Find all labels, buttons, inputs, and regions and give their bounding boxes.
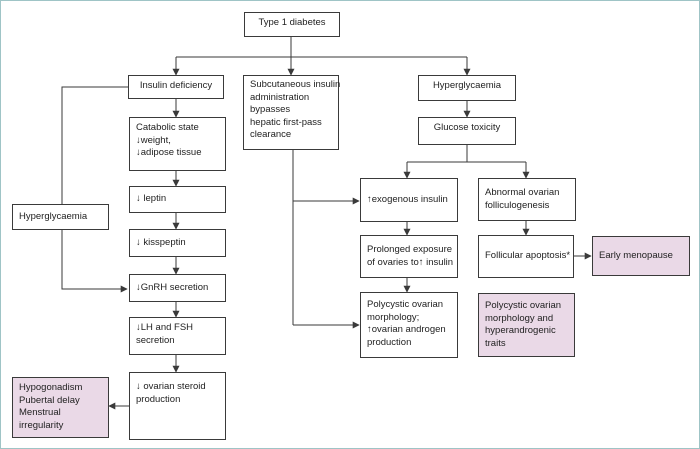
node-text: ↓adipose tissue: [136, 147, 202, 158]
node-text: traits: [485, 337, 506, 349]
node-text: of ovaries to↑ insulin: [367, 256, 454, 268]
prolonged-exposure-node: Prolonged exposure of ovaries to↑ insuli…: [360, 235, 458, 278]
glucose-toxicity-node: Glucose toxicity: [418, 117, 516, 145]
hyperglycaemia-left-node: Hyperglycaemia: [12, 204, 109, 230]
early-menopause-outcome-node: Early menopause: [592, 236, 690, 276]
node-text: Insulin deficiency: [139, 80, 213, 91]
hyperglycaemia-top-node: Hyperglycaemia: [418, 75, 516, 101]
node-text: Polycystic ovarian: [367, 299, 444, 310]
node-text: Hyperglycaemia: [19, 210, 88, 222]
node-text: ↓ ovarian steroid: [136, 381, 206, 392]
node-text: irregularity: [19, 419, 64, 431]
abnormal-folliculogenesis-node: Abnormal ovarian folliculogenesis: [478, 178, 576, 221]
node-text: Early menopause: [599, 249, 673, 261]
node-text: morphology;: [367, 311, 420, 323]
node-text: Menstrual: [19, 407, 61, 418]
lh-fsh-secretion-node: ↓LH and FSH secretion: [129, 317, 226, 355]
leptin-node: ↓ leptin: [129, 186, 226, 213]
node-text: ↑ovarian androgen: [367, 324, 446, 335]
gnrh-secretion-node: ↓GnRH secretion: [129, 274, 226, 302]
node-text: ↓weight,: [136, 134, 171, 146]
type1-diabetes-node: Type 1 diabetes: [244, 12, 340, 37]
catabolic-state-node: Catabolic state ↓weight, ↓adipose tissue: [129, 117, 226, 171]
node-text: ↓ kisspeptin: [136, 236, 186, 248]
node-text: hepatic first-pass: [250, 116, 322, 128]
node-text: ↓ leptin: [136, 193, 167, 205]
node-text: Pubertal delay: [19, 394, 80, 406]
node-text: clearance: [250, 129, 292, 140]
node-text: Hyperglycaemia: [432, 80, 502, 91]
node-text: administration: [250, 91, 310, 103]
node-text: Type 1 diabetes: [258, 17, 326, 28]
connector-line: [61, 86, 128, 204]
node-text: bypasses: [250, 104, 291, 115]
node-text: production: [136, 393, 181, 405]
node-text: morphology and: [485, 312, 554, 324]
node-text: production: [367, 336, 412, 348]
node-text: Hypogonadism: [19, 382, 83, 393]
node-text: Polycystic ovarian: [485, 300, 562, 311]
node-text: secretion: [136, 334, 175, 346]
subcutaneous-insulin-node: Subcutaneous insulin administration bypa…: [243, 75, 341, 150]
node-text: Catabolic state: [136, 122, 199, 133]
node-text: Prolonged exposure: [367, 244, 453, 255]
polycystic-morphology-node: Polycystic ovarian morphology; ↑ovarian …: [360, 292, 458, 358]
node-text: hyperandrogenic: [485, 325, 556, 336]
node-text: Subcutaneous insulin: [250, 79, 341, 90]
node-text: Abnormal ovarian: [485, 187, 560, 198]
follicular-apoptosis-node: Follicular apoptosis*: [478, 235, 574, 278]
node-text: Follicular apoptosis*: [485, 250, 571, 262]
node-text: Glucose toxicity: [433, 122, 501, 133]
ovarian-steroid-node: ↓ ovarian steroid production: [129, 372, 226, 440]
exogenous-insulin-node: ↑exogenous insulin: [360, 178, 458, 222]
pcos-traits-outcome-node: Polycystic ovarian morphology and hypera…: [478, 293, 575, 357]
hypogonadism-outcome-node: Hypogonadism Pubertal delay Menstrual ir…: [12, 377, 109, 438]
node-text: folliculogenesis: [485, 199, 550, 211]
node-text: ↑exogenous insulin: [367, 193, 448, 205]
connector-arrow: [61, 230, 128, 293]
node-text: ↓LH and FSH: [136, 322, 194, 333]
node-text: ↓GnRH secretion: [136, 281, 209, 293]
insulin-deficiency-node: Insulin deficiency: [128, 75, 224, 99]
kisspeptin-node: ↓ kisspeptin: [129, 229, 226, 257]
